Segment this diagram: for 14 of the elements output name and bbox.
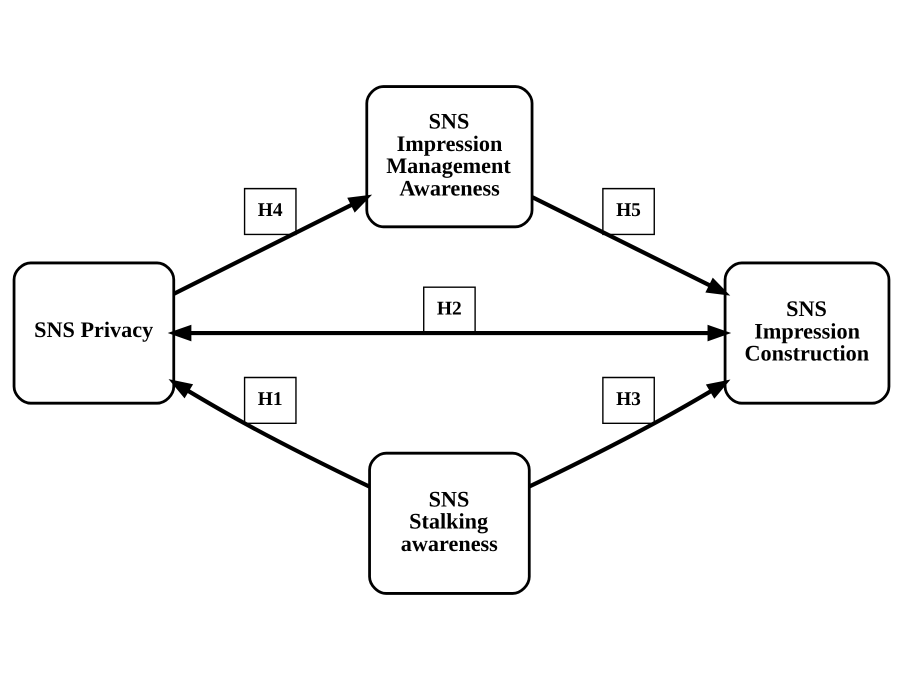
node-box: SNS Privacy xyxy=(12,262,176,405)
node-box: SNS Impression Construction xyxy=(724,262,890,405)
arrow xyxy=(531,195,730,296)
arrow xyxy=(168,324,732,342)
edge-label: H1 xyxy=(258,388,283,410)
edge-label: H5 xyxy=(616,200,641,221)
arrow xyxy=(168,379,370,489)
edge-label: H3 xyxy=(616,388,641,410)
arrow xyxy=(528,380,730,488)
node-box: SNS Stalking awareness xyxy=(368,452,531,595)
edge-label: H4 xyxy=(258,200,283,221)
edge-label: H2 xyxy=(436,298,462,320)
arrow xyxy=(173,194,372,296)
node-box: SNS Impression Management Awareness xyxy=(365,85,534,228)
